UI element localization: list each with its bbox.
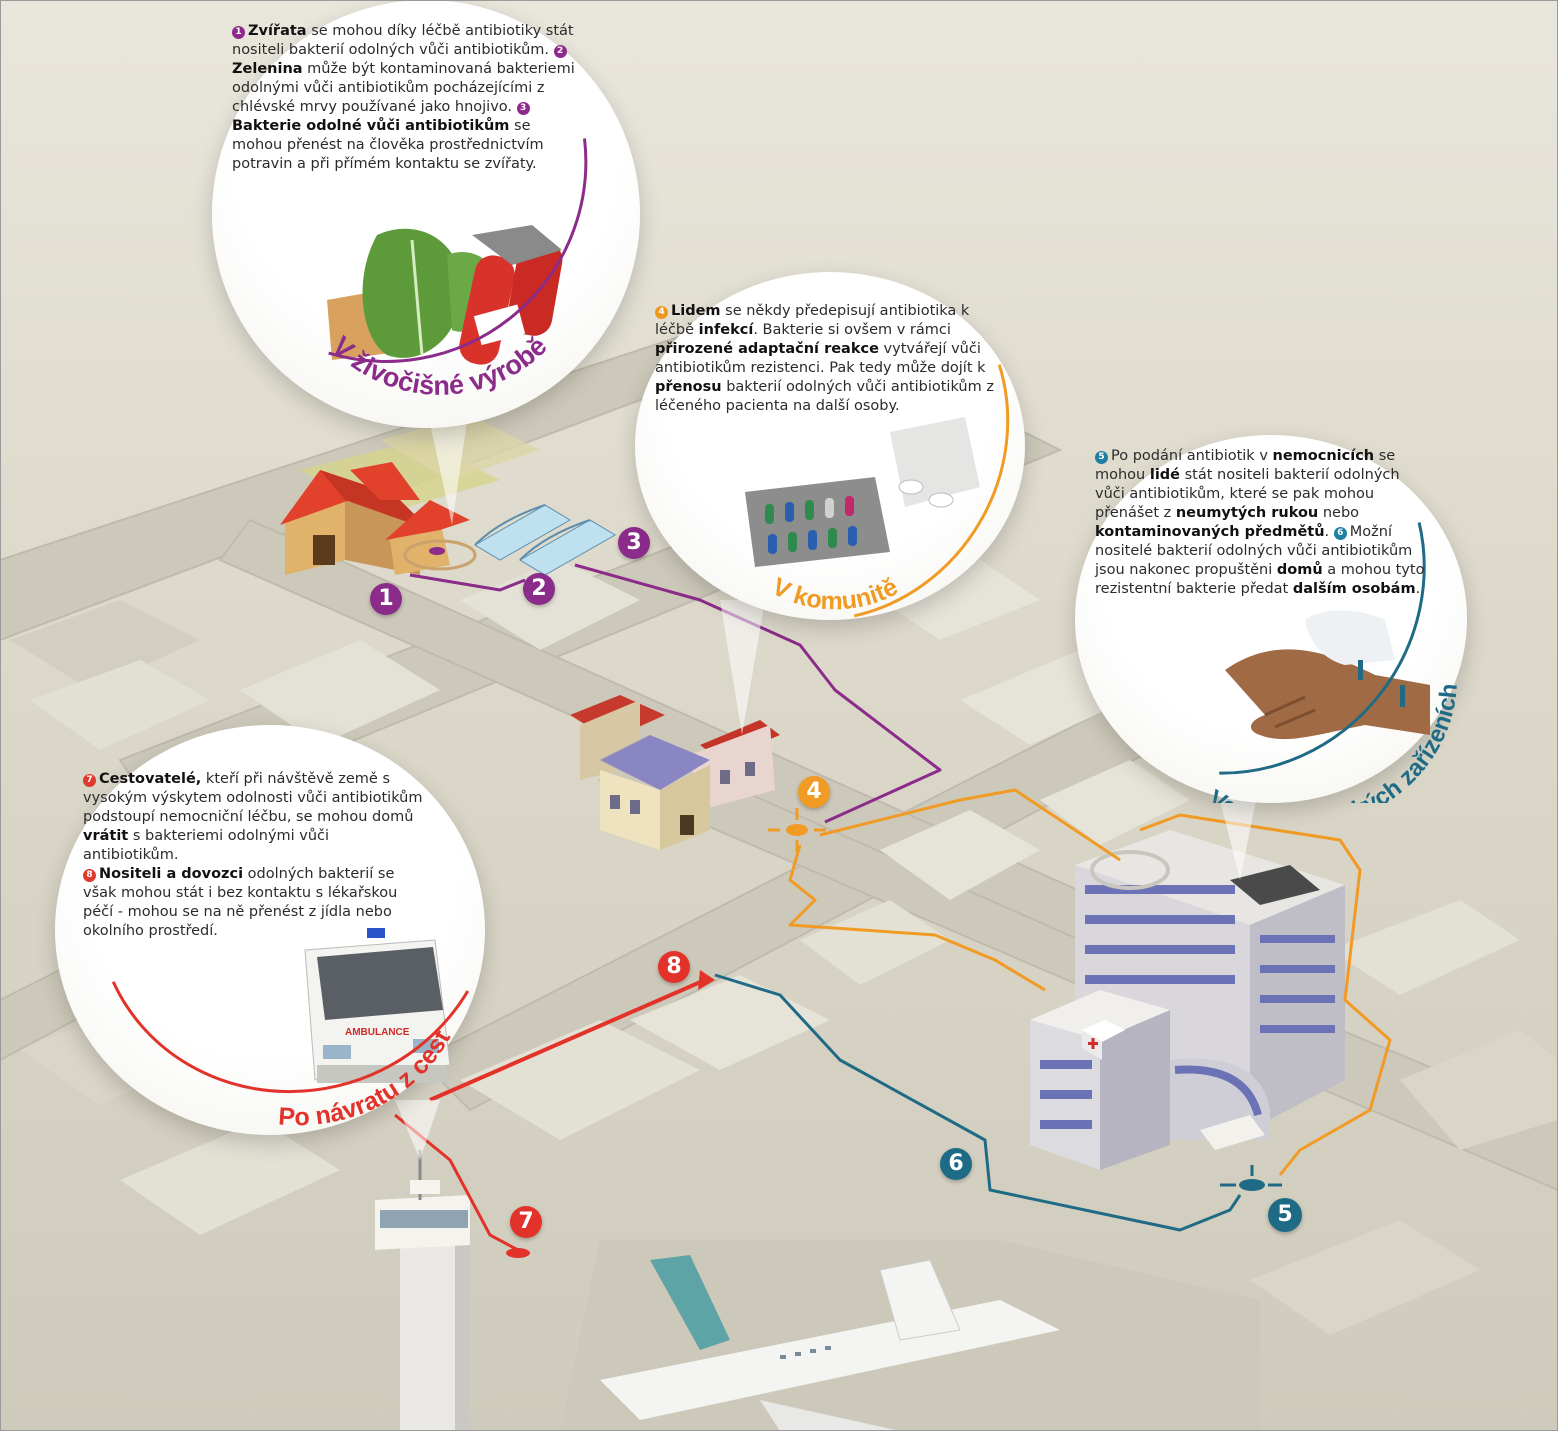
red-cross-icon — [1082, 1020, 1125, 1060]
community-title: V komunitě — [768, 573, 903, 616]
community-houses — [570, 695, 780, 850]
ambulance-label: AMBULANCE — [345, 1027, 410, 1038]
livestock-item-3: 3Bakterie odolné vůči antibiotikům se mo… — [232, 102, 544, 172]
bubble-healthcare: Ve zdravotnických zařízeních — [1075, 435, 1467, 803]
bubble-pointers — [395, 400, 1260, 1160]
bubble-community-art: V komunitě — [745, 364, 1010, 618]
pill-blister-icon — [745, 417, 980, 567]
bubble-livestock: V živočišné výrobě — [212, 0, 640, 428]
helipad-icon — [1090, 850, 1170, 890]
bubble-livestock-art: V živočišné výrobě — [326, 138, 588, 401]
greenhouses — [474, 504, 616, 576]
marker-7: 7 — [510, 1206, 542, 1238]
bubble-travel: AMBULANCE Po návratu z cest — [55, 725, 485, 1135]
marker-1: 1 — [370, 583, 402, 615]
hospital — [1030, 830, 1345, 1170]
marker-3: 3 — [618, 527, 650, 559]
hand-icon — [1225, 610, 1430, 740]
marker-5: 5 — [1268, 1198, 1302, 1232]
bubble-travel-art: AMBULANCE Po návratu z cest — [111, 928, 470, 1131]
bubble-healthcare-art: Ve zdravotnických zařízeních — [1204, 522, 1463, 803]
marker-8: 8 — [658, 951, 690, 983]
route-lines — [394, 563, 1392, 1258]
control-tower-icon — [375, 1150, 470, 1430]
marker-4: 4 — [798, 776, 830, 808]
marker-2: 2 — [523, 573, 555, 605]
ambulance-icon: AMBULANCE — [304, 928, 451, 1083]
airplane-icon — [600, 1255, 1060, 1431]
bubble-community: V komunitě — [635, 272, 1025, 620]
farm-barn — [280, 462, 477, 575]
livestock-item-2: 2Zelenina může být kontaminovaná bakteri… — [232, 45, 575, 115]
marker-6: 6 — [940, 1148, 972, 1180]
